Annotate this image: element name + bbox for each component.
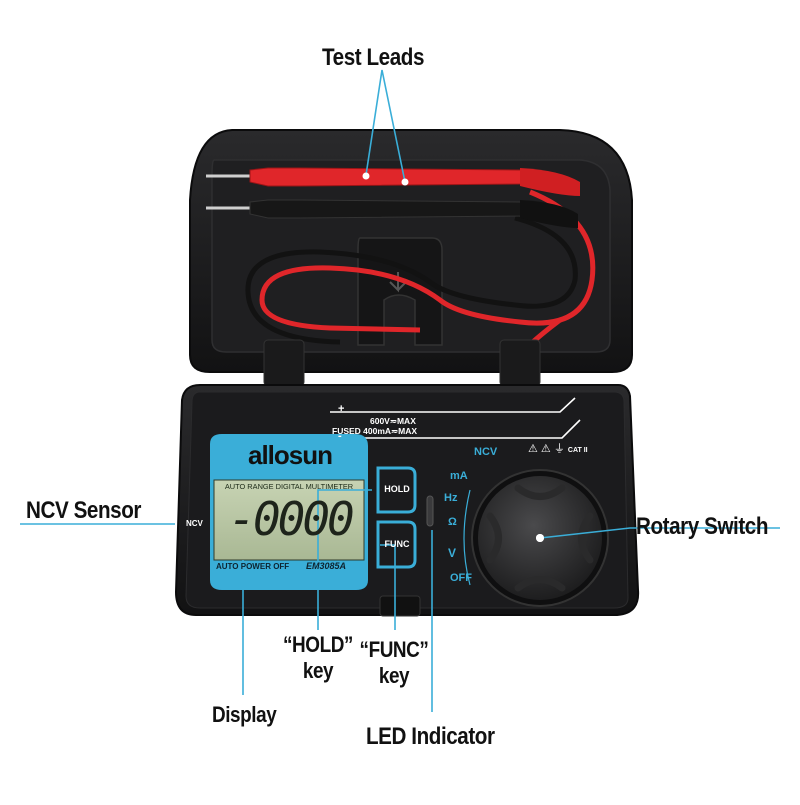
input-rating-current: FUSED 400mA≂MAX [332, 426, 418, 436]
test-leads-label: Test Leads [322, 44, 425, 71]
minus-sign: - [338, 430, 342, 442]
cat-rating: CAT II [567, 447, 588, 454]
dial-hz: Hz [444, 492, 458, 504]
ncv-sensor-label: NCV Sensor [26, 497, 141, 524]
led-indicator [426, 495, 434, 527]
dial-ncv: NCV [474, 446, 498, 458]
hold-key-label-line2: key [302, 658, 334, 683]
input-rating-voltage: 600V≂MAX [370, 416, 416, 426]
dial-ma: mA [450, 470, 468, 482]
warning-icons: ⚠ ⚠ ⏚ CAT II [528, 443, 588, 455]
case-lid [189, 129, 633, 373]
rotary-switch-label: Rotary Switch [636, 513, 769, 540]
ncv-side-label: NCV [186, 519, 203, 528]
dial-volts: V [448, 546, 457, 560]
dial-off: OFF [450, 572, 472, 584]
led-indicator-label: LED Indicator [366, 723, 495, 750]
func-key-label-line1: “FUNC” [359, 637, 429, 662]
callout-lines [20, 69, 780, 712]
hold-label: HOLD [384, 484, 410, 494]
dial-diode-ohm: Ω [448, 516, 457, 528]
func-label: FUNC [384, 539, 410, 549]
brand-logo: allosun [247, 440, 333, 470]
hold-key-label: “HOLD” key [278, 632, 357, 684]
func-key-label: “FUNC” key [354, 637, 433, 689]
plus-sign: + [338, 403, 345, 415]
auto-power-off-label: AUTO POWER OFF [216, 562, 290, 571]
hold-key-label-line1: “HOLD” [283, 632, 353, 657]
lcd-screen [213, 479, 365, 561]
lcd-caption: AUTO RANGE DIGITAL MULTIMETER [224, 482, 354, 491]
model-label: EM3085A [306, 561, 347, 571]
display-label: Display [212, 702, 277, 727]
func-button[interactable]: FUNC [380, 524, 414, 566]
lcd-reading: -0000 [228, 492, 354, 546]
func-key-label-line2: key [378, 663, 410, 688]
hold-button[interactable]: HOLD [380, 470, 414, 510]
